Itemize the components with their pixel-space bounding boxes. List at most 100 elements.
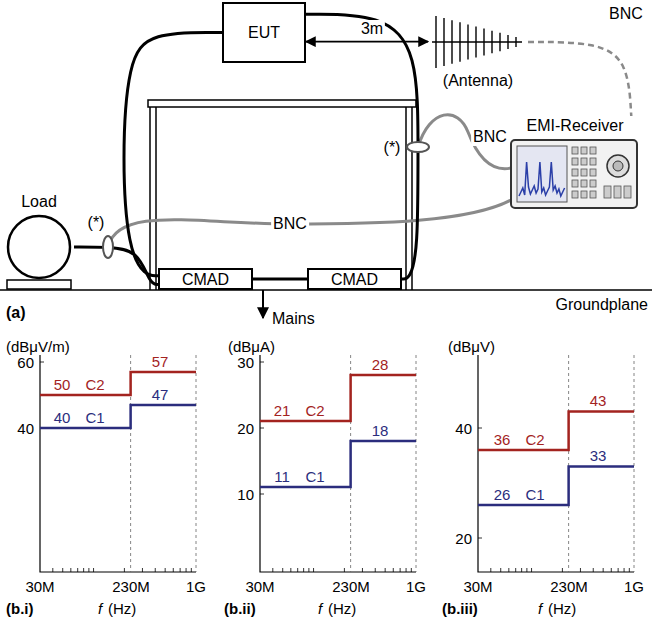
antenna: (Antenna) (428, 8, 528, 90)
limit-value: 21 (274, 402, 291, 419)
limit-value: C1 (525, 486, 544, 503)
limit-line (478, 412, 634, 451)
axis-label: 30 (237, 354, 254, 371)
setup-label: BNC (471, 128, 509, 146)
mains-arrow (262, 290, 264, 318)
axis-label: (b.ii) (224, 600, 256, 617)
node-label: (Antenna) (443, 71, 513, 90)
limit-value: 26 (494, 486, 511, 503)
limit-line (478, 467, 634, 506)
setup-label: (a) (6, 304, 26, 322)
axis-label: 20 (455, 530, 472, 547)
table-legs (150, 107, 412, 290)
band-divider (196, 355, 197, 572)
limit-value: C1 (85, 409, 104, 426)
band-divider (634, 355, 635, 572)
axis-label: 40 (17, 420, 34, 437)
limit-value: 36 (494, 431, 511, 448)
limit-chart (478, 355, 634, 572)
axis-label: 10 (237, 486, 254, 503)
node-label: EMI-Receiver (527, 116, 624, 135)
limit-line (260, 375, 416, 421)
setup-label: (*) (384, 139, 401, 157)
limit-value: C2 (305, 402, 324, 419)
limit-value: 11 (274, 468, 290, 485)
axis-label: 30M (245, 578, 274, 595)
axis-label: 1G (186, 578, 206, 595)
chart-axes (260, 355, 416, 572)
limit-value: 40 (54, 409, 71, 426)
limit-value: 43 (590, 392, 607, 409)
axis-label: 1G (406, 578, 426, 595)
limit-value: 57 (152, 353, 169, 370)
chart-axes (40, 355, 196, 572)
cable (306, 14, 418, 279)
node-label: EUT (248, 23, 280, 42)
setup-label: Groundplane (555, 296, 648, 314)
axis-label: f (318, 600, 322, 617)
edge-label: BNC (607, 5, 645, 23)
axis-label: (dBμV/m) (6, 338, 70, 355)
limit-value: 33 (590, 447, 607, 464)
axis-label: 230M (332, 578, 370, 595)
limit-line (260, 441, 416, 487)
band-divider (568, 355, 569, 572)
limit-line (40, 372, 196, 395)
axis-label: 40 (455, 420, 472, 437)
node-label: CMAD (182, 270, 229, 289)
axis-label: 230M (112, 578, 150, 595)
limit-value: 28 (372, 356, 389, 373)
table-top (148, 100, 416, 107)
limit-value: 18 (372, 422, 389, 439)
setup-label: (*) (88, 214, 105, 232)
limit-value: C2 (525, 431, 544, 448)
cable (124, 32, 222, 275)
setup-label: BNC (271, 215, 309, 233)
limit-chart (40, 355, 196, 572)
axis-label: 60 (17, 354, 34, 371)
axis-label: (Hz) (108, 600, 136, 617)
node-label: Load (21, 192, 57, 211)
axis-label: (dBμV) (448, 338, 495, 355)
setup-label: Mains (272, 310, 315, 328)
bnc-cable (418, 115, 511, 169)
limit-chart (260, 355, 416, 572)
axis-label: (b.iii) (442, 600, 478, 617)
axis-label: 30M (463, 578, 492, 595)
axis-label: (b.i) (6, 600, 34, 617)
node-label: CMAD (331, 270, 378, 289)
axis-label: (dBμA) (228, 338, 275, 355)
limit-line (40, 405, 196, 428)
cable (306, 41, 428, 43)
limit-value: C1 (305, 468, 324, 485)
axis-label: f (98, 600, 102, 617)
cmad-box: CMAD (307, 268, 402, 290)
load-motor: Load (4, 192, 74, 290)
limit-value: C2 (85, 376, 104, 393)
edge-label: 3m (359, 20, 385, 38)
axis-label: 30M (25, 578, 54, 595)
cmad-box: CMAD (158, 268, 253, 290)
limit-value: 50 (54, 376, 71, 393)
bnc-cable (108, 200, 511, 247)
cable (253, 278, 307, 281)
axis-label: 20 (237, 420, 254, 437)
current-clamp (103, 236, 113, 258)
axis-label: 1G (624, 578, 644, 595)
eut-box: EUT (222, 2, 306, 63)
emi-receiver: EMI-Receiver (508, 116, 642, 212)
axis-label: f (538, 600, 542, 617)
limit-value: 47 (152, 386, 169, 403)
axis-label: (Hz) (328, 600, 356, 617)
cable (74, 247, 158, 285)
current-clamp (407, 142, 429, 152)
axis-label: 230M (550, 578, 588, 595)
bnc-cable (528, 42, 631, 116)
axis-label: (Hz) (548, 600, 576, 617)
band-divider (416, 355, 417, 572)
